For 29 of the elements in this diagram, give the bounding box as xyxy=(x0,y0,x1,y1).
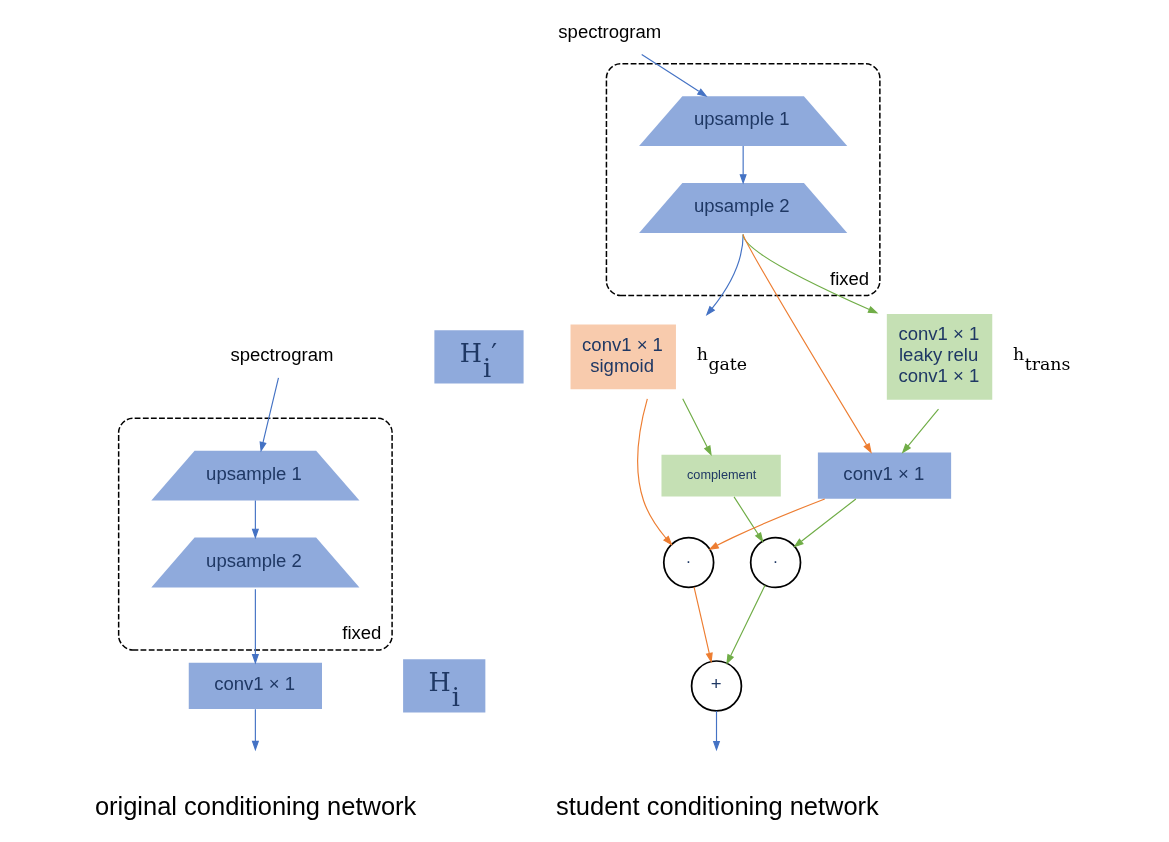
arrow xyxy=(705,234,744,316)
arrow xyxy=(725,584,766,665)
arrow xyxy=(681,398,712,457)
arrow xyxy=(707,498,825,551)
node-circle: + xyxy=(690,660,742,712)
node-box: complement xyxy=(660,454,781,497)
arrow xyxy=(792,498,856,548)
arrow xyxy=(742,234,872,454)
node-text: spectrogram xyxy=(229,344,333,366)
node-box: conv1 × 1 xyxy=(188,662,322,710)
arrow xyxy=(251,708,259,752)
arrow xyxy=(251,588,259,665)
arrow xyxy=(739,145,747,185)
node-text: spectrogram xyxy=(557,21,661,43)
node-box: conv1 × 1 xyxy=(817,452,951,499)
arrow xyxy=(640,53,708,97)
node-box: conv1 × 1 leaky relu conv1 × 1 xyxy=(886,314,992,400)
node-box: conv1 × 1 sigmoid xyxy=(570,324,676,390)
arrow xyxy=(692,586,713,664)
arrow xyxy=(251,499,259,540)
label: student conditioning network xyxy=(555,791,879,820)
arrow xyxy=(901,408,939,454)
arrow xyxy=(742,234,878,314)
arrow xyxy=(636,398,673,546)
arrow xyxy=(712,710,720,752)
node-circle: · xyxy=(749,536,801,589)
label: original conditioning network xyxy=(94,791,416,820)
arrow xyxy=(259,377,279,453)
arrow xyxy=(732,496,764,543)
